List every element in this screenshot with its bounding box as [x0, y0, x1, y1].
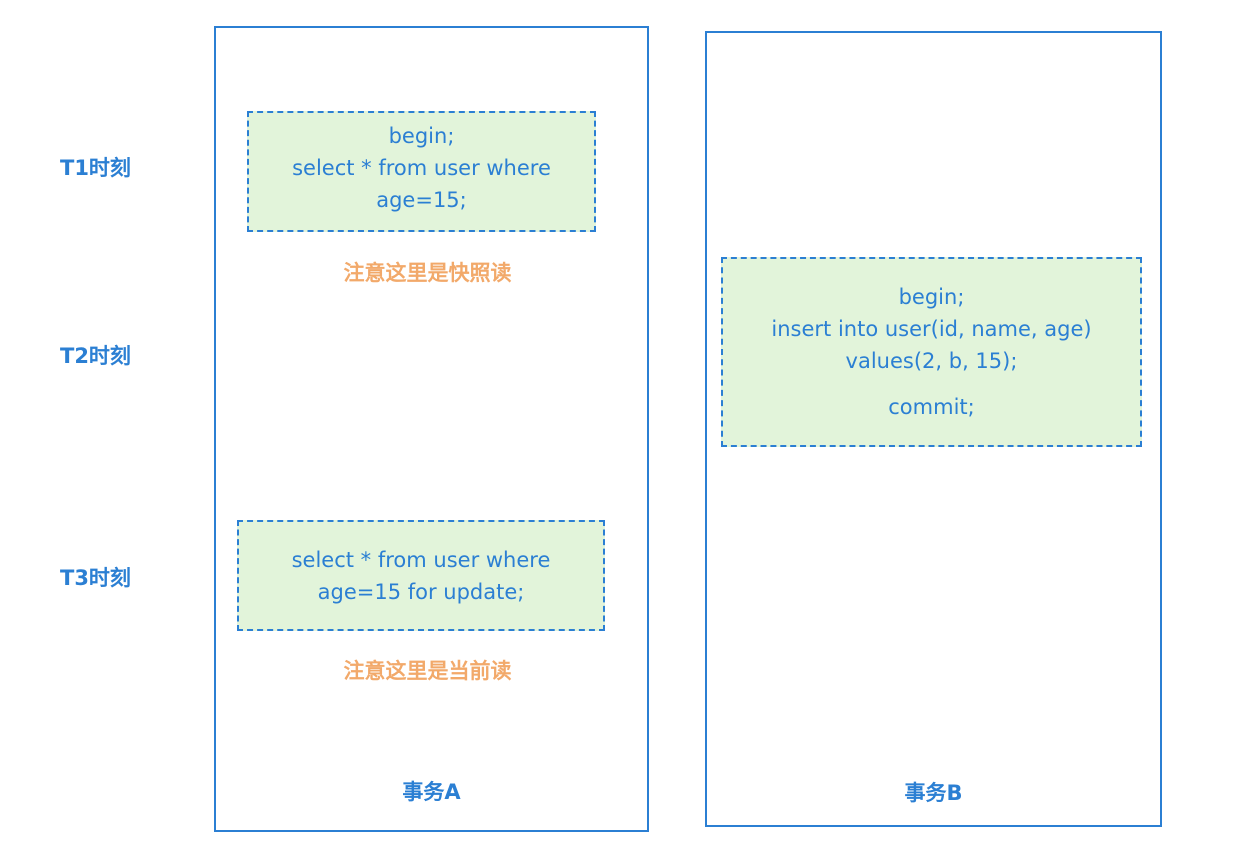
time-label-t3: T3时刻: [60, 566, 131, 590]
transaction-b-title: 事务B: [904, 781, 963, 805]
time-label-t2: T2时刻: [60, 344, 131, 368]
code-line: select * from user where: [291, 548, 551, 572]
snapshot-read-note: 注意这里是快照读: [343, 261, 512, 285]
code-line: commit;: [888, 395, 975, 419]
code-line: age=15 for update;: [317, 580, 525, 604]
code-line: insert into user(id, name, age): [771, 317, 1092, 341]
transaction-a-t1-code-box: begin; select * from user where age=15;: [247, 111, 596, 232]
time-label-t1: T1时刻: [60, 156, 131, 180]
transaction-a-t3-code-box: select * from user where age=15 for upda…: [237, 520, 605, 631]
code-line: begin;: [388, 124, 455, 148]
code-line: select * from user where: [292, 156, 551, 180]
transaction-a-title: 事务A: [402, 780, 461, 804]
code-line: begin;: [898, 285, 965, 309]
current-read-note: 注意这里是当前读: [343, 659, 512, 683]
code-line: age=15;: [376, 188, 467, 212]
code-line: values(2, b, 15);: [845, 349, 1018, 373]
transaction-b-code-box: begin; insert into user(id, name, age) v…: [721, 257, 1142, 447]
